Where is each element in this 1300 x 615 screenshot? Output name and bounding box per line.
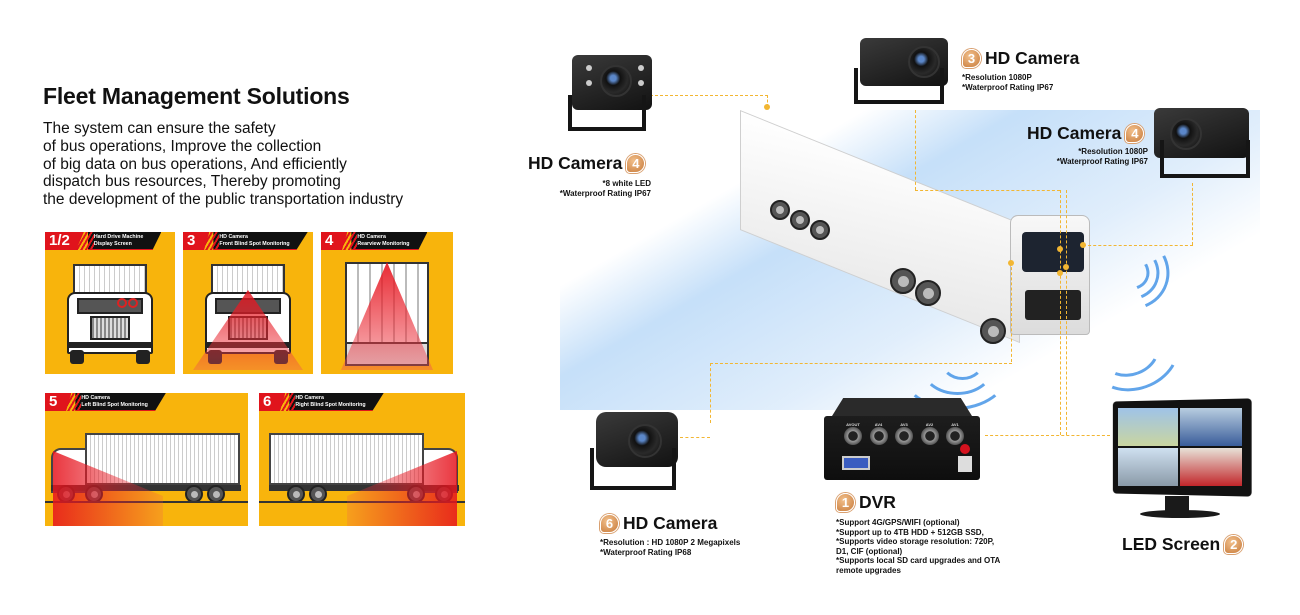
card-number: 6	[259, 393, 286, 411]
camera-bottom-label: 6 HD Camera	[600, 513, 717, 534]
card-caption: HD Camera Front Blind Spot Monitoring	[213, 232, 308, 250]
camera-right-label: HD Camera 4	[1027, 123, 1145, 144]
dvr-port: AV2	[920, 422, 939, 446]
card-banner: 3 HD Camera Front Blind Spot Monitoring	[183, 232, 308, 250]
dvr-port-label: AV2	[925, 422, 934, 427]
dvr-product: AVOUT AV4 AV3 AV2 AV1	[820, 398, 985, 483]
card-caption: Hard Drive Machine Display Screen	[87, 232, 162, 250]
card-number: 3	[183, 232, 210, 250]
connector-icon	[869, 427, 888, 445]
camera-bottom-product	[586, 412, 681, 494]
card-number: 1/2	[45, 232, 84, 250]
card-number: 4	[321, 232, 348, 250]
camera-left-specs: *8 white LED *Waterproof Rating IP67	[559, 179, 651, 198]
description-line: the development of the public transporta…	[43, 191, 404, 209]
number-badge: 1	[836, 493, 855, 512]
led-screen-product	[1110, 398, 1252, 530]
connector-icon	[844, 427, 862, 445]
connector-icon	[946, 427, 964, 445]
camera-top-label: 3 HD Camera	[962, 48, 1079, 69]
dvr-port-label: AVOUT	[846, 422, 860, 427]
number-badge: 4	[1125, 124, 1145, 143]
number-badge: 4	[626, 154, 646, 173]
card-banner: 1/2 Hard Drive Machine Display Screen	[45, 232, 162, 250]
number-badge: 2	[1224, 535, 1244, 554]
dvr-port-label: AV4	[874, 422, 883, 427]
camera-top-product	[850, 38, 950, 108]
connector-icon	[895, 427, 913, 445]
dvr-port: AVOUT	[844, 422, 862, 446]
card-caption: HD Camera Left Blind Spot Monitoring	[75, 393, 166, 411]
camera-bottom-specs: *Resolution : HD 1080P 2 Megapixels *Wat…	[600, 538, 741, 557]
number-badge: 3	[962, 49, 981, 68]
description: The system can ensure the safety of bus …	[43, 120, 403, 209]
card-banner: 5 HD Camera Left Blind Spot Monitoring	[45, 393, 166, 411]
dvr-port-label: AV1	[951, 422, 959, 427]
connector-icon	[920, 427, 939, 445]
description-line: of bus operations, Improve the collectio…	[43, 137, 322, 155]
number-badge: 6	[600, 514, 619, 533]
feature-card-display[interactable]: 1/2 Hard Drive Machine Display Screen	[45, 232, 175, 374]
camera-right-specs: *Resolution 1080P *Waterproof Rating IP6…	[1056, 147, 1148, 166]
page-title: Fleet Management Solutions	[43, 83, 350, 109]
dvr-port: AV3	[895, 422, 913, 446]
feature-card-rear-camera[interactable]: 4 HD Camera Rearview Monitoring	[321, 232, 453, 374]
dvr-label: 1 DVR	[836, 492, 896, 513]
feature-card-left-camera[interactable]: 5 HD Camera Left Blind Spot Monitoring	[45, 393, 248, 526]
dvr-specs: *Support 4G/GPS/WIFI (optional) *Support…	[836, 518, 1001, 575]
card-caption: HD Camera Rearview Monitoring	[351, 232, 428, 250]
card-banner: 6 HD Camera Right Blind Spot Monitoring	[259, 393, 384, 411]
description-line: dispatch bus resources, Thereby promotin…	[43, 173, 341, 191]
description-line: of big data on bus operations, And effic…	[43, 155, 347, 173]
description-line: The system can ensure the safety	[43, 120, 276, 137]
feature-card-right-camera[interactable]: 6 HD Camera Right Blind Spot Monitoring	[259, 393, 465, 526]
dvr-port: AV1	[946, 422, 964, 446]
camera-left-label: HD Camera 4	[528, 153, 646, 174]
dvr-port-label: AV3	[900, 422, 908, 427]
camera-right-product	[1150, 108, 1255, 183]
camera-8-led-product	[560, 55, 655, 135]
dvr-port: AV4	[869, 422, 888, 446]
card-number: 5	[45, 393, 72, 411]
led-screen-label: LED Screen 2	[1122, 534, 1244, 555]
card-banner: 4 HD Camera Rearview Monitoring	[321, 232, 428, 250]
camera-top-specs: *Resolution 1080P *Waterproof Rating IP6…	[962, 73, 1054, 92]
card-caption: HD Camera Right Blind Spot Monitoring	[289, 393, 384, 411]
feature-card-front-camera[interactable]: 3 HD Camera Front Blind Spot Monitoring	[183, 232, 313, 374]
